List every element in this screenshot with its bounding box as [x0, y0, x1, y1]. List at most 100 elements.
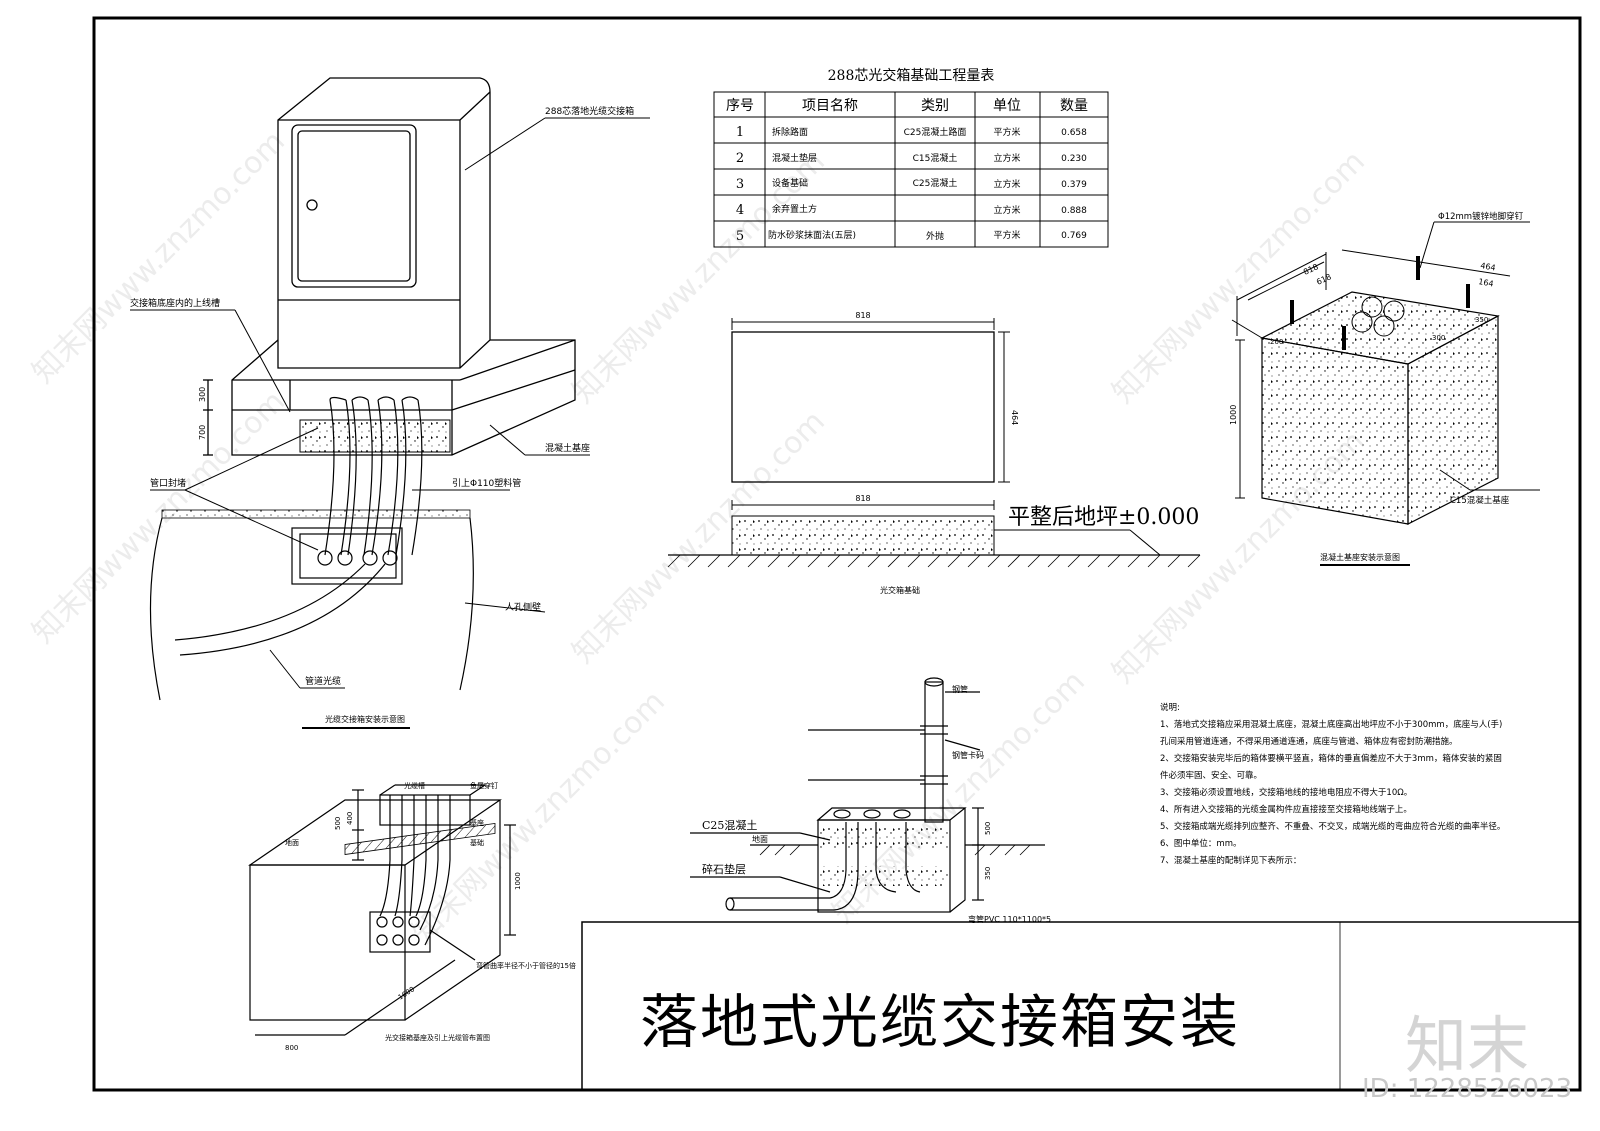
table-cell: 0.888: [1061, 206, 1087, 216]
drawing3-caption: 混凝土基座安装示意图: [1320, 552, 1400, 562]
note-line: 件必须牢固、安全、可靠。: [1160, 771, 1263, 781]
riser-ground-hatch: [759, 844, 1031, 856]
table-cell: 立方米: [993, 204, 1020, 216]
dim-818-bottom: 818: [855, 494, 870, 503]
table-cell: C25混凝土: [913, 177, 958, 189]
note-line: 2、交接箱安装完毕后的箱体要横平竖直，箱体的垂直偏差应不大于3mm，箱体安装的紧…: [1160, 754, 1502, 764]
note-line: 6、图中单位：mm。: [1160, 839, 1242, 849]
dim-500-5: 500: [984, 822, 992, 835]
seat-label: 基座: [470, 818, 484, 827]
groove-label: 交接箱底座内的上线槽: [130, 297, 220, 309]
watermark-logo: 知末: [1405, 1009, 1530, 1082]
table-header: 序号 项目名称 类别 单位 数量: [726, 98, 1088, 114]
design-notes: 说明: 1、落地式交接箱应采用混凝土底座，混凝土底座高出地坪应不小于300mm，…: [1160, 700, 1520, 870]
cable-label: 管道光缆: [305, 675, 341, 687]
table-title: 288芯光交箱基础工程量表: [828, 67, 995, 84]
cabinet-label: 288芯落地光缆交接箱: [545, 105, 634, 117]
seal-label: 管口封堵: [150, 477, 186, 489]
manhole-wall: [149, 517, 474, 701]
dim-800-4: 800: [285, 1044, 298, 1052]
table-cell: C15混凝土: [913, 152, 958, 164]
table-cell: 防水砂浆抹面法(五层): [768, 229, 856, 241]
dim-464: 464: [1010, 410, 1019, 425]
dim-818-top: 818: [855, 311, 870, 320]
steel-label: 钢管: [952, 684, 968, 694]
dim-700: 700: [198, 425, 207, 440]
table-cell: 平方米: [993, 229, 1020, 241]
table-cell: 拆除路面: [772, 126, 808, 138]
dim-618-iso: 618: [1315, 272, 1333, 287]
cabinet-base-fill: [299, 419, 451, 453]
quantity-table: [713, 91, 1109, 248]
table-cell: 2: [736, 151, 744, 166]
bend-label: 弯管曲率半径不小于管径的15倍: [476, 961, 576, 970]
table-cell: 0.379: [1061, 180, 1087, 190]
table-rows: 1 拆除路面 C25混凝土路面 平方米 0.658 2 混凝土垫层 C15混凝土…: [736, 125, 1087, 244]
table-cell: 外抛: [926, 230, 944, 242]
note-line: 孔间采用管道连通，不得采用通道连通，底座与管道、箱体应有密封防潮措施。: [1160, 737, 1458, 747]
dim-818-iso: 818: [1302, 262, 1320, 277]
base-details: [1231, 221, 1540, 499]
drawing1-caption: 光缆交接箱安装示意图: [325, 714, 405, 724]
watermark-id: ID: 1228526023: [1362, 1074, 1573, 1104]
table-cell: 立方米: [993, 178, 1020, 190]
header-cell: 序号: [726, 98, 754, 114]
drawing2-caption: 光交箱基础: [880, 585, 920, 595]
ground-label-4: 地面: [285, 838, 299, 847]
table-cell: 混凝土垫层: [772, 152, 817, 164]
base-label: 混凝土基座: [545, 442, 590, 454]
drawing4-caption: 光交接箱基座及引上光缆管布置图: [385, 1033, 490, 1042]
header-cell: 单位: [993, 98, 1021, 114]
note-line: 1、落地式交接箱应采用混凝土底座，混凝土底座高出地坪应不小于300mm，底座与人…: [1160, 720, 1503, 730]
dim-350-iso: 350: [1475, 316, 1488, 324]
table-cell: 3: [736, 177, 744, 192]
clamp-label: 钢管卡码: [952, 750, 984, 760]
table-cell: 1: [736, 125, 744, 140]
foundation-section: [731, 515, 995, 556]
groove-label-4: 光缆槽: [404, 781, 425, 790]
table-cell: 平方米: [993, 126, 1020, 138]
notes-heading: 说明:: [1160, 703, 1180, 713]
table-cell: C25混凝土路面: [904, 126, 967, 138]
level-label: 平整后地坪±0.000: [1008, 505, 1199, 530]
base-c15-label: C15混凝土基座: [1450, 495, 1510, 506]
table-cell: 余弃置土方: [772, 203, 817, 215]
dim-300-iso: 300: [1432, 334, 1445, 342]
dim-200-iso: 200: [1270, 338, 1283, 346]
sheet-border: [92, 16, 1582, 1092]
drawing-title: 落地式光缆交接箱安装: [639, 988, 1240, 1056]
header-cell: 项目名称: [802, 98, 858, 114]
table-cell: 设备基础: [772, 177, 808, 189]
riser-layout-drawing: [248, 784, 516, 1036]
note-line: 5、交接箱成端光缆排列应整齐、不重叠、不交叉，成端光缆的弯曲应符合光缆的曲率半径…: [1160, 822, 1506, 832]
note-line: 7、混凝土基座的配制详见下表所示：: [1160, 856, 1302, 866]
dim-500-4: 500: [334, 817, 342, 830]
dim-400-4: 400: [346, 812, 354, 825]
anchor-bolts: [1290, 256, 1470, 350]
cabinet-installation-drawing: [203, 77, 576, 456]
table-cell: 0.658: [1061, 128, 1087, 138]
wall-label: 人孔侧壁: [505, 601, 541, 613]
ground-label-5: 地面: [752, 834, 768, 844]
table-cell: 4: [736, 203, 744, 218]
dim-464-iso: 464: [1480, 261, 1497, 273]
table-cell: 0.230: [1061, 154, 1087, 164]
table-cell: 立方米: [993, 152, 1020, 164]
dim-1000-iso: 1000: [1229, 405, 1238, 425]
pvc-label: 弯管PVC 110*1100*5: [968, 914, 1051, 924]
dim-1600-4: 1600: [397, 985, 416, 1001]
title-block-frame: [581, 921, 1580, 1090]
pipe-label: 引上Φ110塑料管: [452, 477, 521, 489]
header-cell: 数量: [1060, 98, 1088, 114]
ground-hatch: [667, 554, 1201, 568]
concrete-base-drawing: [1260, 291, 1500, 525]
layer-label: 基础: [470, 838, 484, 847]
c25-label: C25混凝土: [702, 818, 757, 832]
dim-164-iso: 164: [1478, 277, 1495, 289]
dim-1000-4: 1000: [514, 872, 522, 890]
gravel-label: 碎石垫层: [702, 862, 746, 876]
bolt-label: Φ12mm镀锌地脚穿钉: [1438, 211, 1524, 222]
bolt-label-4: 鱼尾穿钉: [470, 781, 498, 790]
header-cell: 类别: [921, 98, 949, 114]
